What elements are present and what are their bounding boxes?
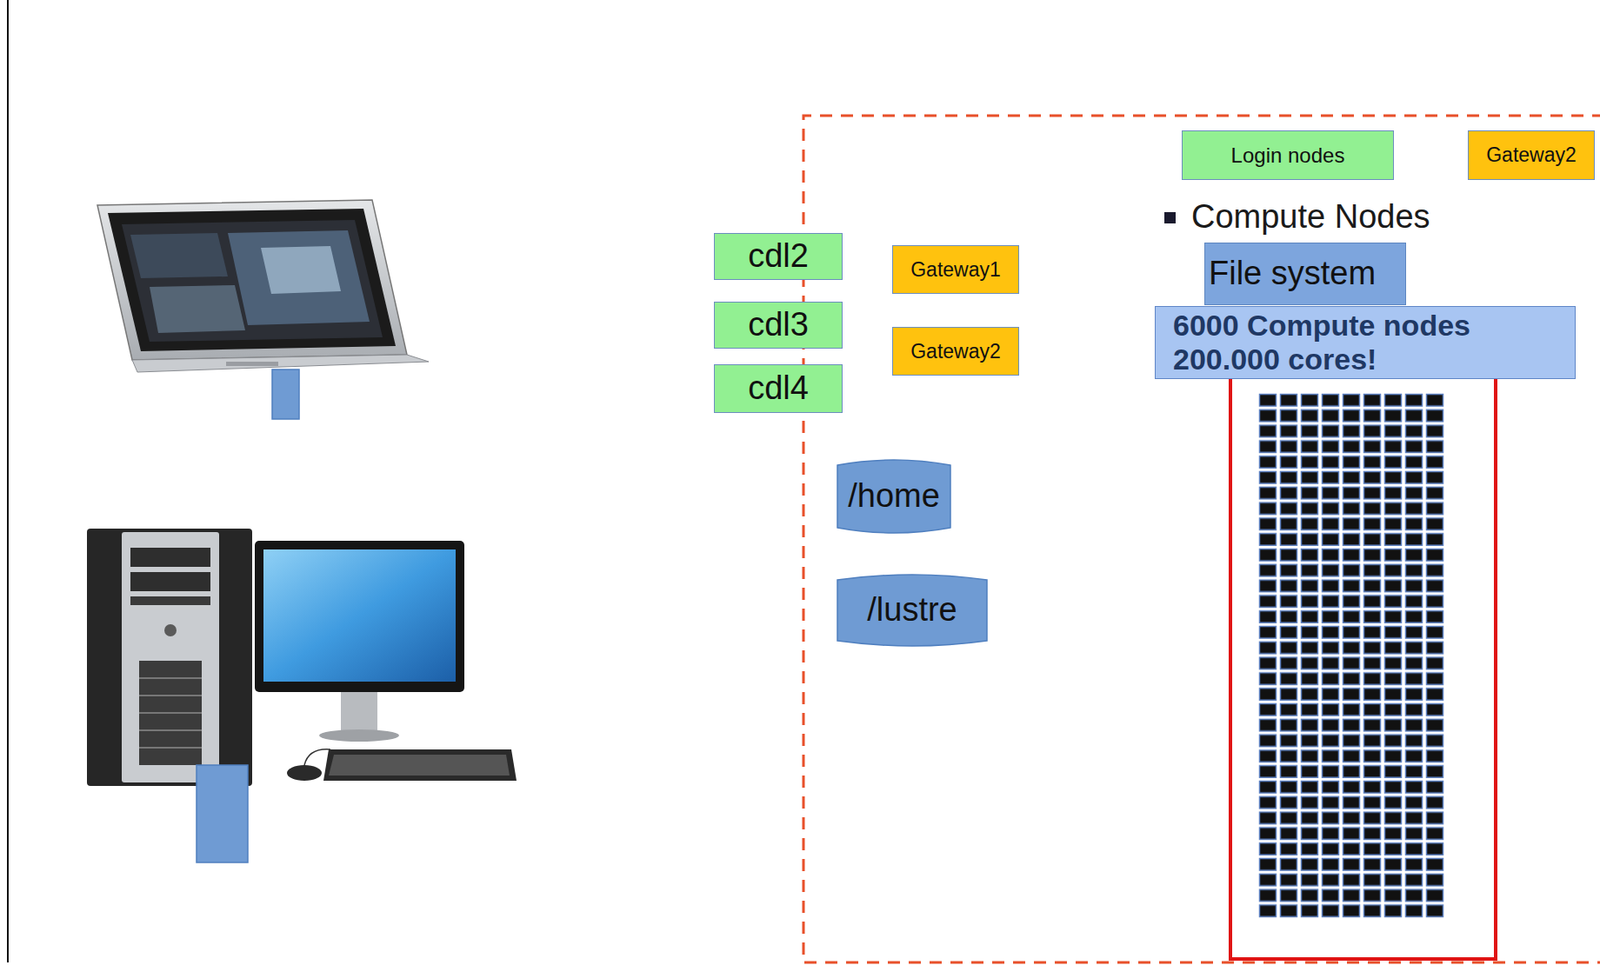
storage-cylinder: /home — [836, 459, 952, 534]
cylinder-body — [837, 460, 951, 534]
storage-cylinder: /lustre — [836, 573, 988, 647]
laptop-illustration — [97, 200, 429, 373]
file-system-box: File system — [1204, 242, 1407, 306]
server-node-box: cdl4 — [713, 364, 843, 414]
gateway-box: Gateway1 — [892, 245, 1020, 294]
compute-region — [1230, 377, 1496, 960]
callout-box: 6000 Compute nodes 200.000 cores! — [1154, 306, 1576, 380]
node-label: Gateway1 — [910, 258, 1001, 281]
gateway-box: Gateway2 — [1467, 130, 1595, 180]
compute-node-grid — [1258, 393, 1447, 919]
node-label: Login nodes — [1231, 143, 1346, 168]
cylinder-body — [837, 574, 987, 647]
node-label: cdl3 — [747, 306, 809, 345]
server-node-box: cdl2 — [713, 233, 843, 280]
server-node-box: Login nodes — [1181, 130, 1394, 180]
node-label: Gateway2 — [1486, 143, 1577, 167]
section-heading: Compute Nodes — [1191, 198, 1431, 237]
node-label: File system — [1208, 254, 1376, 294]
server-node-box: cdl3 — [713, 301, 843, 349]
node-label: Gateway2 — [910, 340, 1001, 363]
node-label: cdl2 — [747, 237, 809, 276]
desktop-illustration — [86, 528, 517, 787]
page-rule — [6, 0, 9, 963]
callout-text: 6000 Compute nodes 200.000 cores! — [1173, 308, 1558, 377]
storage-device — [196, 765, 248, 863]
node-label: /lustre — [866, 591, 957, 630]
node-label: /home — [847, 477, 940, 516]
gateway-box: Gateway2 — [892, 326, 1020, 376]
node-label: cdl4 — [747, 369, 809, 408]
bullet-symbol — [1164, 212, 1176, 224]
storage-device — [272, 369, 300, 420]
system-boundary — [803, 115, 1600, 963]
